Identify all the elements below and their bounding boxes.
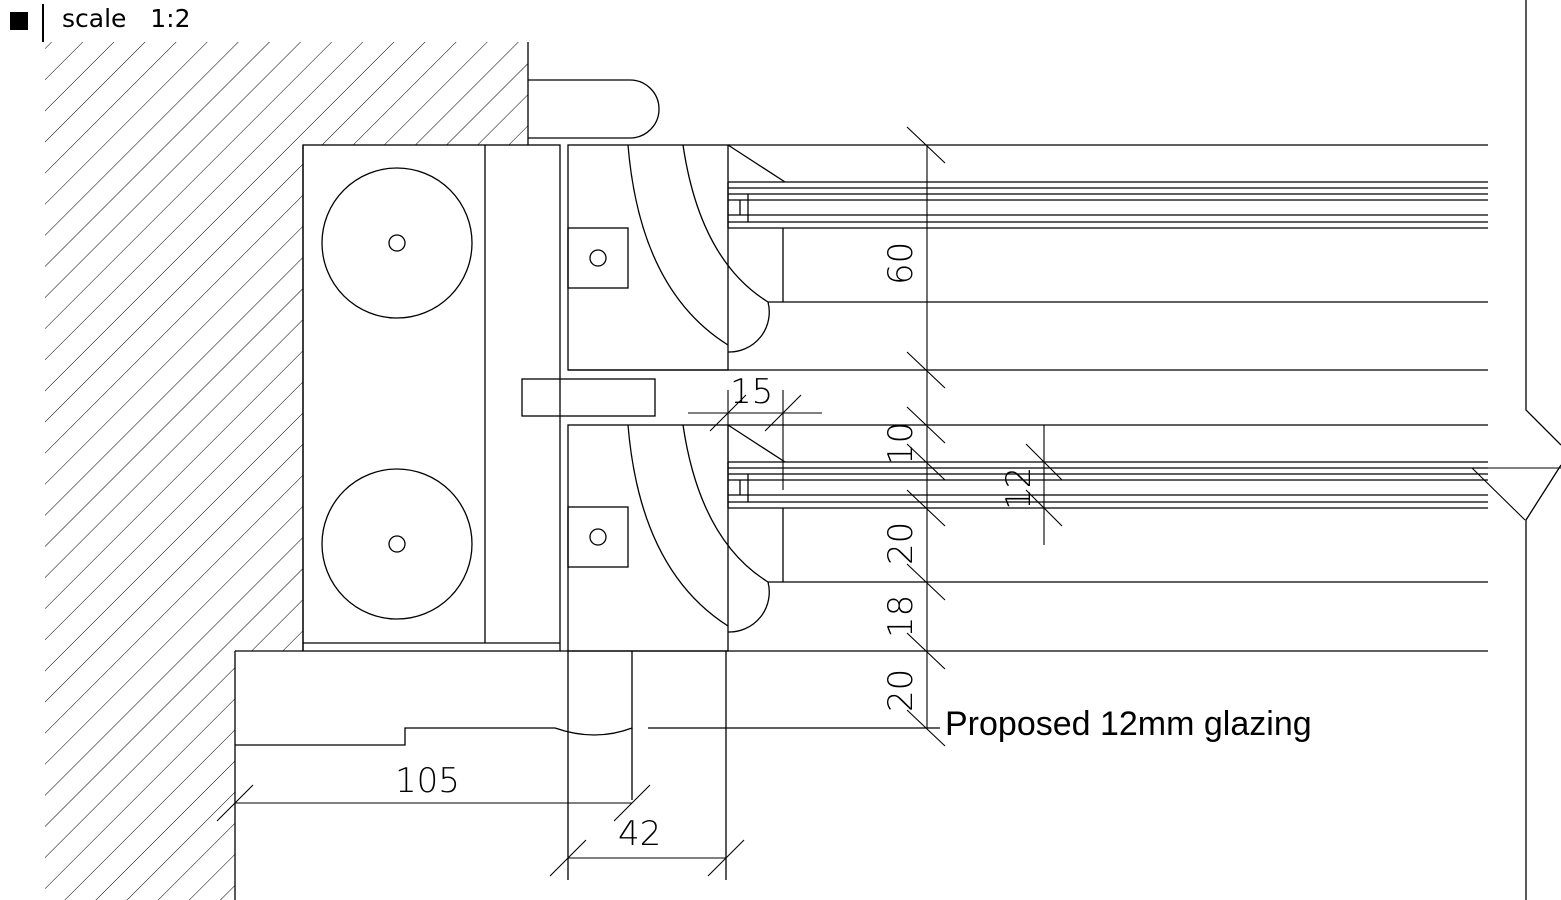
sash-weight-bottom (321, 468, 473, 620)
dimension-10: 10 (881, 422, 921, 465)
dimension-60: 60 (881, 242, 921, 285)
lower-sash (560, 424, 1488, 652)
dimension-lines (216, 126, 1561, 877)
scale-label: scale 1:2 (62, 4, 191, 33)
dimension-12: 12 (999, 467, 1039, 510)
upper-sash (567, 144, 1488, 371)
break-line (1525, 0, 1561, 446)
dimension-42: 42 (618, 814, 661, 854)
sash-handle (528, 79, 660, 139)
glazing-annotation: Proposed 12mm glazing (945, 705, 1312, 743)
dimension-20-upper: 20 (881, 522, 921, 565)
weight-box (302, 144, 561, 652)
scale-divider (42, 4, 44, 42)
masonry-hatching (45, 42, 528, 900)
dimension-18: 18 (881, 595, 921, 638)
dimension-15: 15 (730, 372, 773, 412)
sash-weight-top (321, 167, 473, 319)
dimension-105: 105 (395, 761, 460, 801)
sill (234, 650, 940, 900)
scale-marker-square (10, 12, 28, 30)
dimension-20-lower: 20 (881, 669, 921, 712)
parting-bead (521, 378, 656, 417)
